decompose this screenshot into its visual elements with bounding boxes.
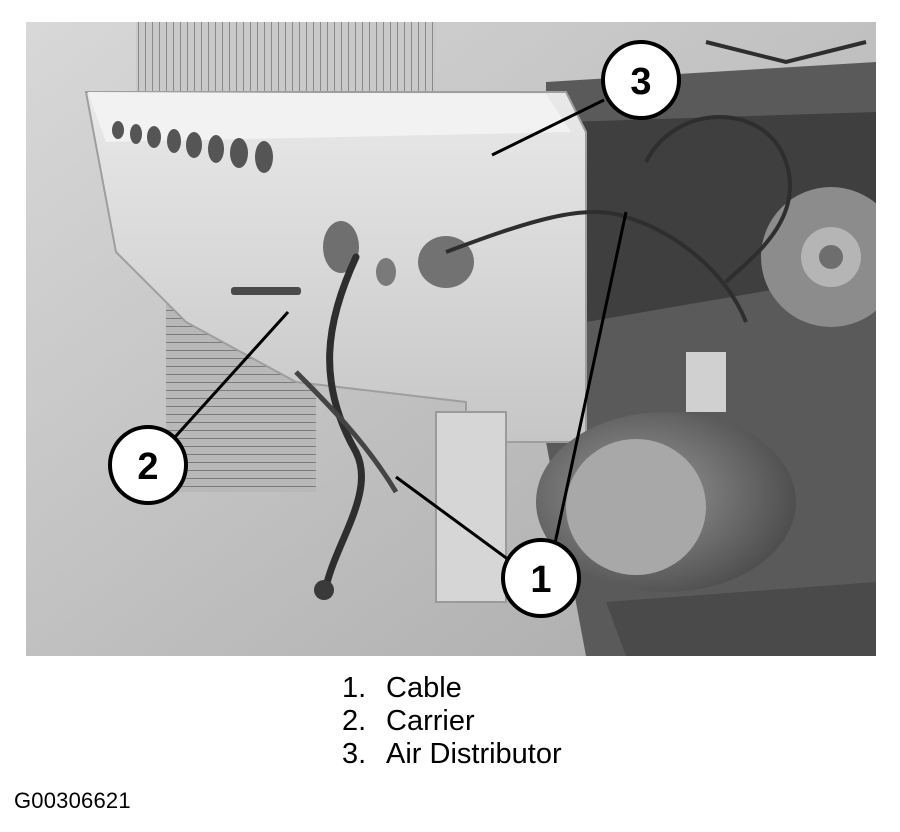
legend-number: 1. [342,672,367,704]
figure-id: G00306621 [14,788,131,813]
legend-item-1: 1. Cable [342,672,562,705]
legend-label: Air Distributor [386,738,562,770]
bracket [435,411,507,603]
legend-label: Carrier [386,705,475,737]
carrier-slot [231,287,301,295]
callout-3: 3 [601,40,681,120]
carrier-hole-right [418,236,474,288]
cable-harness [322,253,365,591]
figure-legend: 1. Cable 2. Carrier 3. Air Distributor [342,672,562,771]
svg-text:1: 1 [530,559,551,601]
fog-lamp-lens [566,439,706,575]
legend-item-3: 3. Air Distributor [342,738,562,771]
callout-2: 2 [108,425,188,505]
legend-number: 3. [342,738,367,770]
component-illustration: 3 2 1 [26,22,876,656]
wire-top [705,40,867,65]
legend-item-2: 2. Carrier [342,705,562,738]
carrier-upper-lip [88,92,571,142]
carrier-hole-left [323,221,359,273]
carrier-hole-small [376,258,396,286]
callout-1: 1 [501,538,581,618]
leader-lines [164,98,628,563]
lamp-clip [686,352,726,412]
legend-number: 2. [342,705,367,737]
component-photo: 3 2 1 [26,22,876,656]
lower-bumper [606,582,876,656]
svg-text:2: 2 [137,446,158,488]
wire-lower [294,370,399,494]
wire-loop [644,115,792,284]
pulley-bolt [819,245,843,269]
cable-connector [314,580,334,600]
legend-label: Cable [386,672,462,704]
condenser-fins [136,22,436,102]
svg-text:3: 3 [630,61,651,103]
vent-holes [112,121,273,173]
